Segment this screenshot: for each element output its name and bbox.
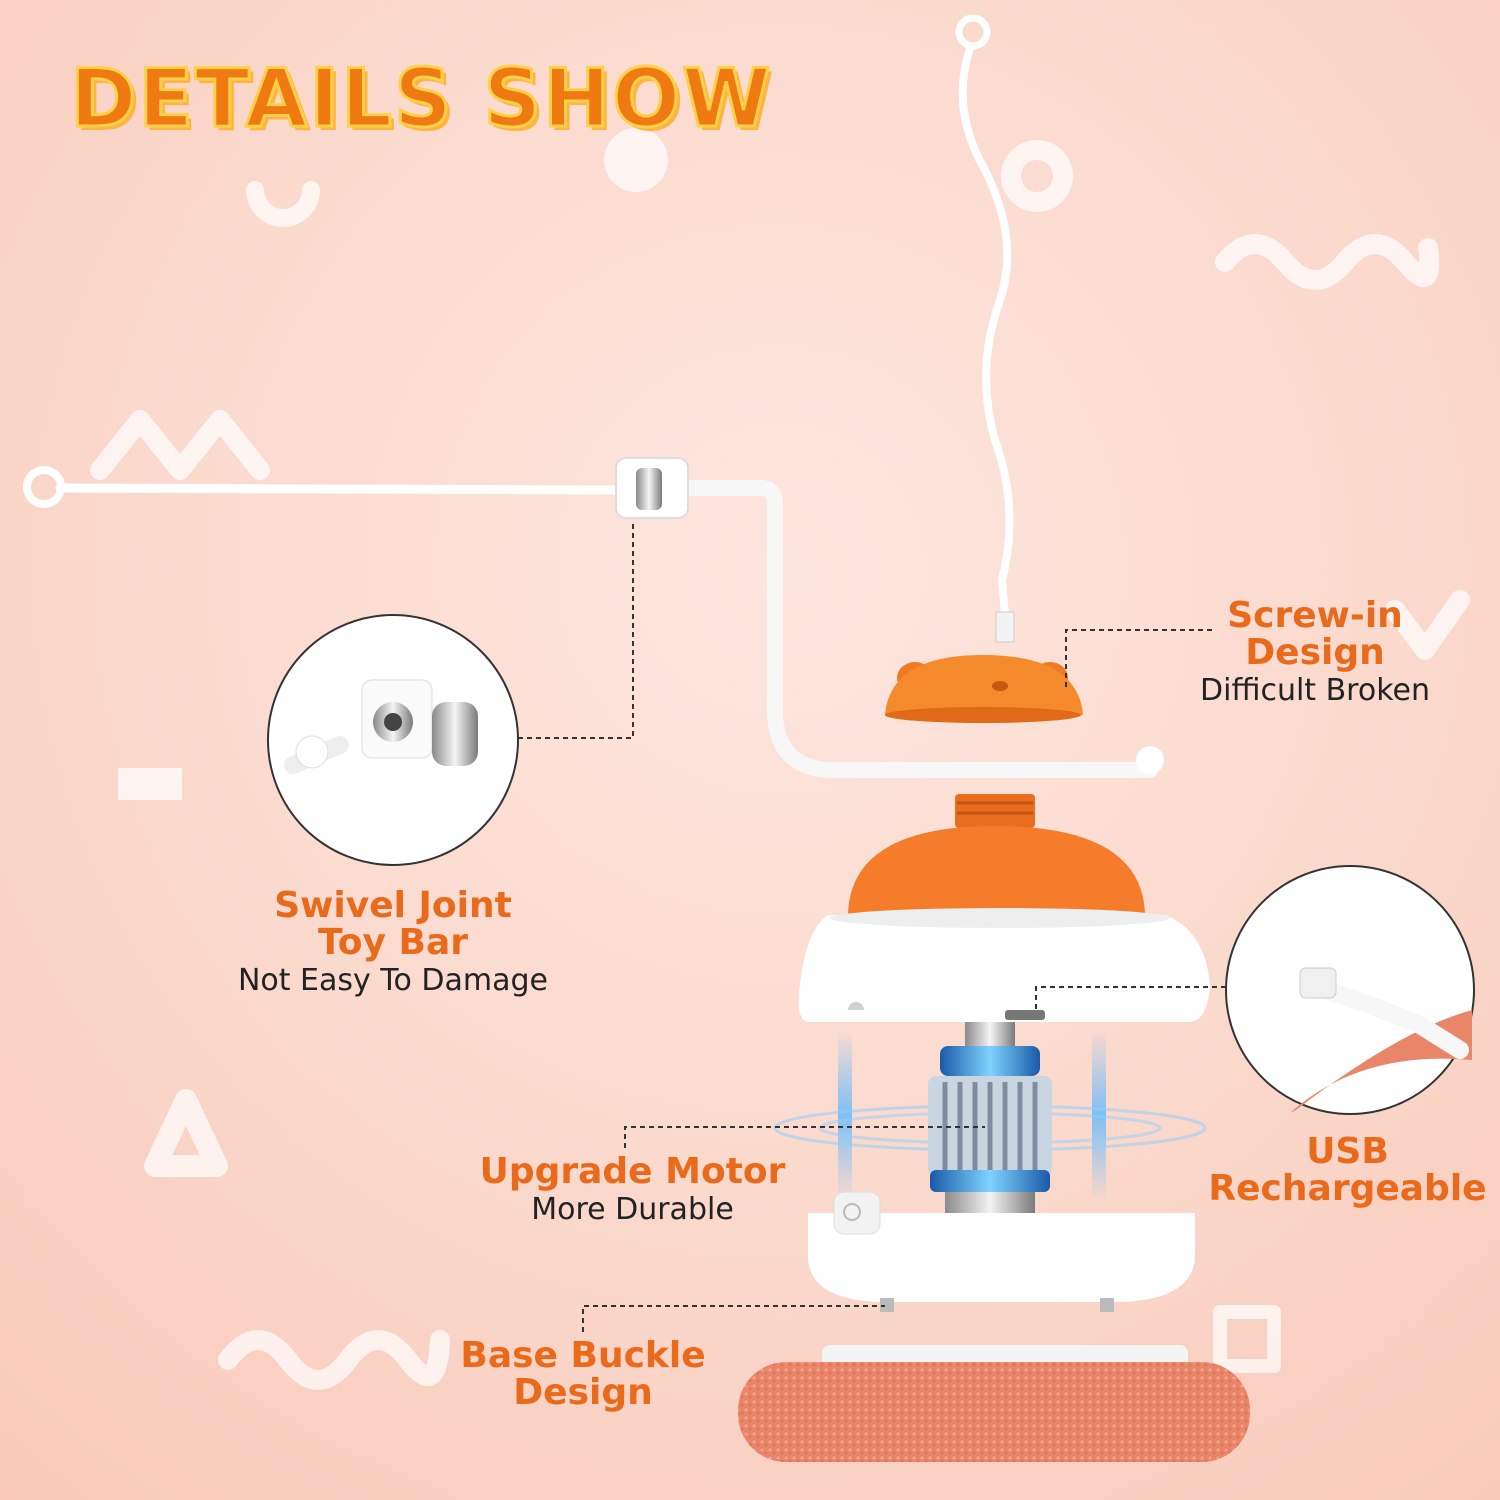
swivel-heading-line2: Toy Bar (318, 922, 468, 963)
swivel-subtitle: Not Easy To Damage (237, 963, 549, 998)
screw-in-label: Screw-in Design Difficult Broken (1180, 597, 1450, 711)
swivel-heading-line1: Swivel Joint (274, 885, 512, 926)
motor-heading: Upgrade Motor (479, 1151, 786, 1192)
swivel-zoom-circle (267, 614, 519, 866)
spring-wire (955, 14, 1015, 643)
toy-bar (23, 457, 1164, 778)
base (808, 1191, 1195, 1312)
base-buckle-label: Base Buckle Design (443, 1337, 723, 1411)
screw-in-heading-line1: Screw-in (1227, 595, 1403, 636)
white-housing (798, 908, 1210, 1022)
screw-in-heading-line2: Design (1245, 632, 1385, 673)
base-heading-line2: Design (513, 1372, 653, 1413)
screw-in-subtitle: Difficult Broken (1200, 673, 1430, 708)
base-heading-line1: Base Buckle (460, 1335, 706, 1376)
orange-dome (848, 794, 1145, 915)
swivel-joint-label: Swivel Joint Toy Bar Not Easy To Damage (218, 887, 568, 1001)
usb-zoom-circle (1225, 865, 1475, 1115)
usb-label: USB Rechargeable (1205, 1133, 1490, 1207)
motor-subtitle: More Durable (531, 1192, 734, 1227)
usb-heading-line2: Rechargeable (1208, 1168, 1487, 1209)
motor (773, 1022, 1207, 1217)
page-title: DETAILS SHOW (68, 51, 773, 147)
leader-lines (518, 520, 1226, 1332)
top-cap (885, 655, 1083, 723)
motor-label: Upgrade Motor More Durable (475, 1153, 790, 1230)
usb-heading-line1: USB (1306, 1131, 1389, 1172)
background-decorations (90, 128, 1470, 1390)
fuzzy-pad (738, 1345, 1250, 1462)
